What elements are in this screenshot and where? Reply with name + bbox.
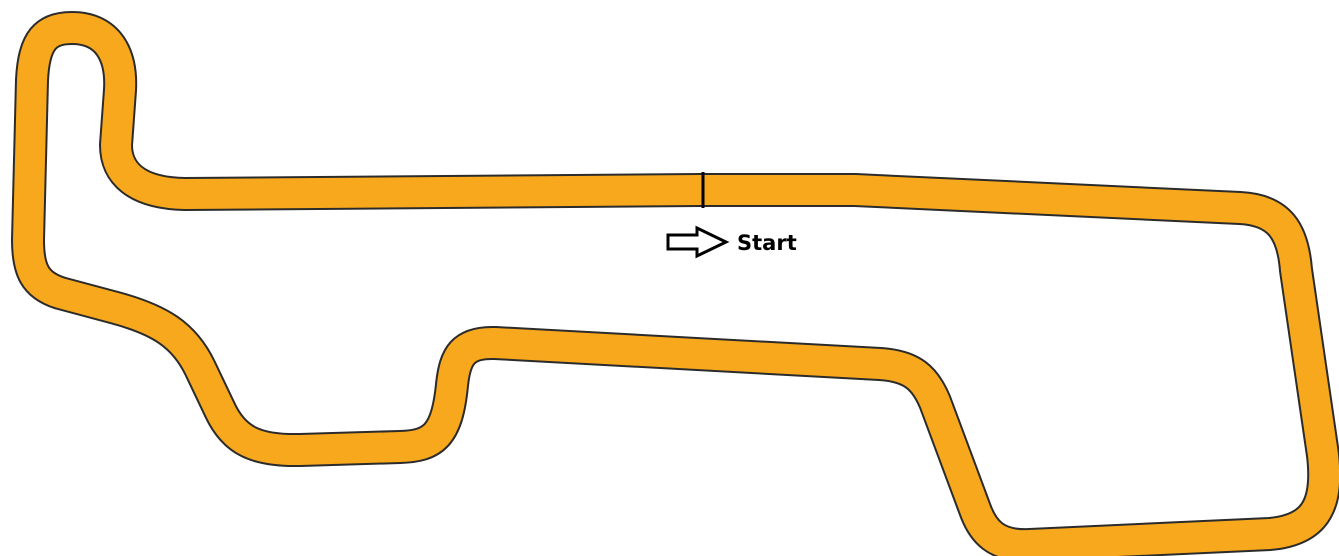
- start-marker: Start: [666, 225, 797, 259]
- track-surface: [13, 13, 1339, 556]
- race-track: [11, 11, 1339, 556]
- start-label: Start: [737, 231, 797, 255]
- track-outline: [11, 11, 1339, 556]
- right-arrow-icon: [666, 225, 730, 259]
